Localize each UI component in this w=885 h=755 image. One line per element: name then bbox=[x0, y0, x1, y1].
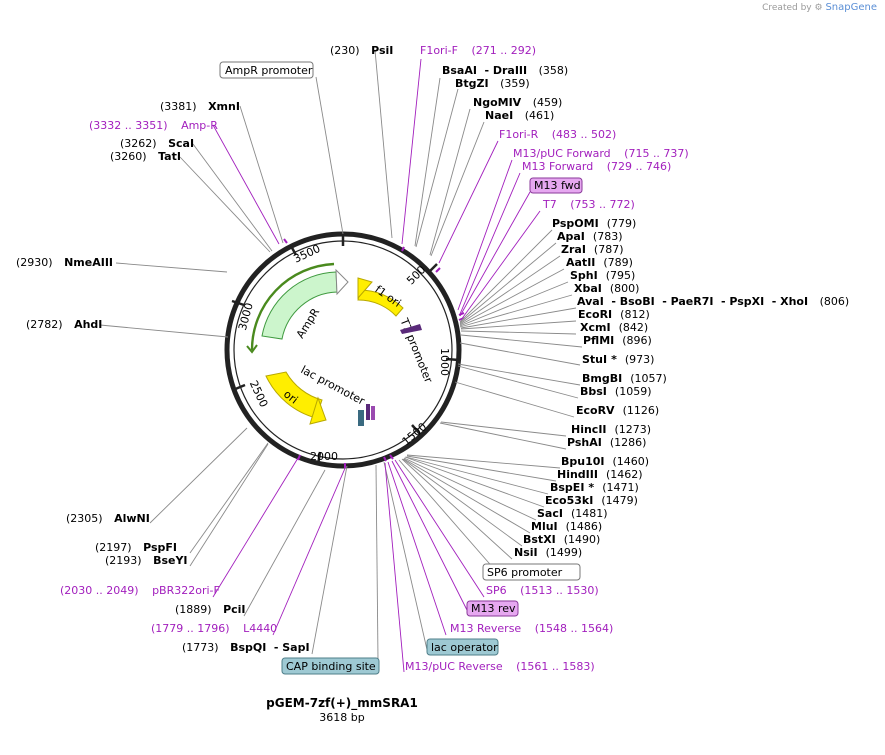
label-m13puc-forward: M13/pUC Forward (715 .. 737) bbox=[513, 147, 689, 160]
svg-text:AmpR promoter: AmpR promoter bbox=[225, 64, 313, 77]
label-bmgbi: BmgBI(1057) bbox=[582, 372, 667, 385]
ori-feature: ori bbox=[265, 371, 327, 425]
label-ecori: EcoRI(812) bbox=[578, 308, 650, 321]
svg-text:CAP binding site: CAP binding site bbox=[286, 660, 376, 673]
label-xmni: (3381) XmnI bbox=[160, 100, 240, 113]
plasmid-title: pGEM-7zf(+)_mmSRA1 bbox=[266, 696, 418, 711]
label-ampr-promoter: AmpR promoter bbox=[219, 61, 314, 79]
svg-text:M13 fwd: M13 fwd bbox=[534, 179, 581, 192]
leader-lines bbox=[99, 49, 583, 673]
label-pspomi: PspOMI(779) bbox=[552, 217, 636, 230]
label-f1ori-r: F1ori-R (483 .. 502) bbox=[499, 128, 616, 141]
label-pcii: (1889) PciI bbox=[175, 603, 246, 616]
label-bspei: BspEI*(1471) bbox=[550, 481, 639, 494]
label-xcmi: XcmI(842) bbox=[580, 321, 648, 334]
label-aatii: AatII(789) bbox=[566, 256, 633, 269]
label-bbsi: BbsI(1059) bbox=[580, 385, 651, 398]
tick-3000: 3000 bbox=[236, 301, 256, 331]
label-pflmi: PflMI(896) bbox=[583, 334, 652, 347]
f1-ori-feature: f1 ori bbox=[357, 277, 404, 317]
label-naei: NaeI (461) bbox=[485, 109, 554, 122]
label-bstxi: BstXI(1490) bbox=[523, 533, 600, 546]
label-scai: (3262) ScaI bbox=[120, 137, 194, 150]
label-alwni: (2305) AlwNI bbox=[66, 512, 150, 525]
label-l4440: (1779 .. 1796) L4440 bbox=[151, 622, 277, 635]
label-m13-forward: M13 Forward (729 .. 746) bbox=[522, 160, 671, 173]
svg-text:lac operator: lac operator bbox=[431, 641, 498, 654]
label-bpu10i: Bpu10I(1460) bbox=[561, 455, 649, 468]
tick-2500: 2500 bbox=[247, 379, 271, 410]
label-xbai: XbaI(800) bbox=[574, 282, 639, 295]
label-mlui: MluI(1486) bbox=[531, 520, 602, 533]
label-f1ori-f: F1ori-F (271 .. 292) bbox=[420, 44, 536, 57]
label-sphi: SphI(795) bbox=[570, 269, 635, 282]
label-pshai: PshAI(1286) bbox=[567, 436, 646, 449]
label-m13-reverse: M13 Reverse (1548 .. 1564) bbox=[450, 622, 613, 635]
svg-text:SP6 promoter: SP6 promoter bbox=[487, 566, 563, 579]
label-stui: StuI*(973) bbox=[582, 353, 654, 366]
label-tati: (3260) TatI bbox=[110, 150, 181, 163]
label-pbr322ori-f: (2030 .. 2049) pBR322ori-F bbox=[60, 584, 220, 597]
label-hincii: HincII(1273) bbox=[571, 423, 651, 436]
label-apai: ApaI(783) bbox=[557, 230, 623, 243]
label-btgzi: BtgZI (359) bbox=[455, 77, 530, 90]
label-sp6: SP6 (1513 .. 1530) bbox=[486, 584, 599, 597]
tick-marks bbox=[231, 234, 460, 466]
label-eco53ki: Eco53kI(1479) bbox=[545, 494, 638, 507]
label-pspfi: (2197) PspFI bbox=[95, 541, 177, 554]
label-ahdi: (2782) AhdI bbox=[26, 318, 102, 331]
tick-2000: 2000 bbox=[310, 450, 338, 463]
label-m13-fwd-box: M13 fwd bbox=[529, 177, 583, 194]
label-nmeaiii: (2930) NmeAIII bbox=[16, 256, 113, 269]
ampr-label: AmpR bbox=[294, 306, 323, 341]
label-bspqi: (1773) BspQI - SapI bbox=[182, 641, 310, 654]
plasmid-length: 3618 bp bbox=[319, 711, 364, 724]
label-sp6-promoter: SP6 promoter bbox=[482, 563, 581, 581]
label-m13puc-reverse: M13/pUC Reverse (1561 .. 1583) bbox=[405, 660, 595, 673]
label-t7: T7 (753 .. 772) bbox=[542, 198, 635, 211]
label-saci: SacI(1481) bbox=[537, 507, 608, 520]
svg-text:M13 rev: M13 rev bbox=[471, 602, 516, 615]
label-ngomiv: NgoMIV (459) bbox=[473, 96, 562, 109]
label-ecorv: EcoRV(1126) bbox=[576, 404, 659, 417]
label-amp-r: (3332 .. 3351) Amp-R bbox=[89, 119, 218, 132]
label-lac-operator: lac operator bbox=[426, 638, 499, 656]
label-bsaai: BsaAI - DraIII (358) bbox=[442, 64, 568, 77]
label-nsii: NsiI(1499) bbox=[514, 546, 582, 559]
snapgene-brand: Created by ⚙ SnapGene bbox=[762, 2, 877, 13]
mcs-glyphs bbox=[358, 324, 422, 426]
label-zrai: ZraI(787) bbox=[561, 243, 624, 256]
label-psii: (230) PsiI bbox=[330, 44, 393, 57]
label-m13-rev-box: M13 rev bbox=[466, 600, 519, 617]
ring-primer-marks bbox=[283, 238, 465, 468]
tick-1000: 1000 bbox=[438, 348, 451, 376]
label-avai: AvaI - BsoBI - PaeR7I - PspXI - XhoI (80… bbox=[577, 295, 849, 308]
label-cap-site: CAP binding site bbox=[281, 657, 380, 675]
label-bseyi: (2193) BseYI bbox=[105, 554, 188, 567]
label-hindiii: HindIII(1462) bbox=[557, 468, 643, 481]
